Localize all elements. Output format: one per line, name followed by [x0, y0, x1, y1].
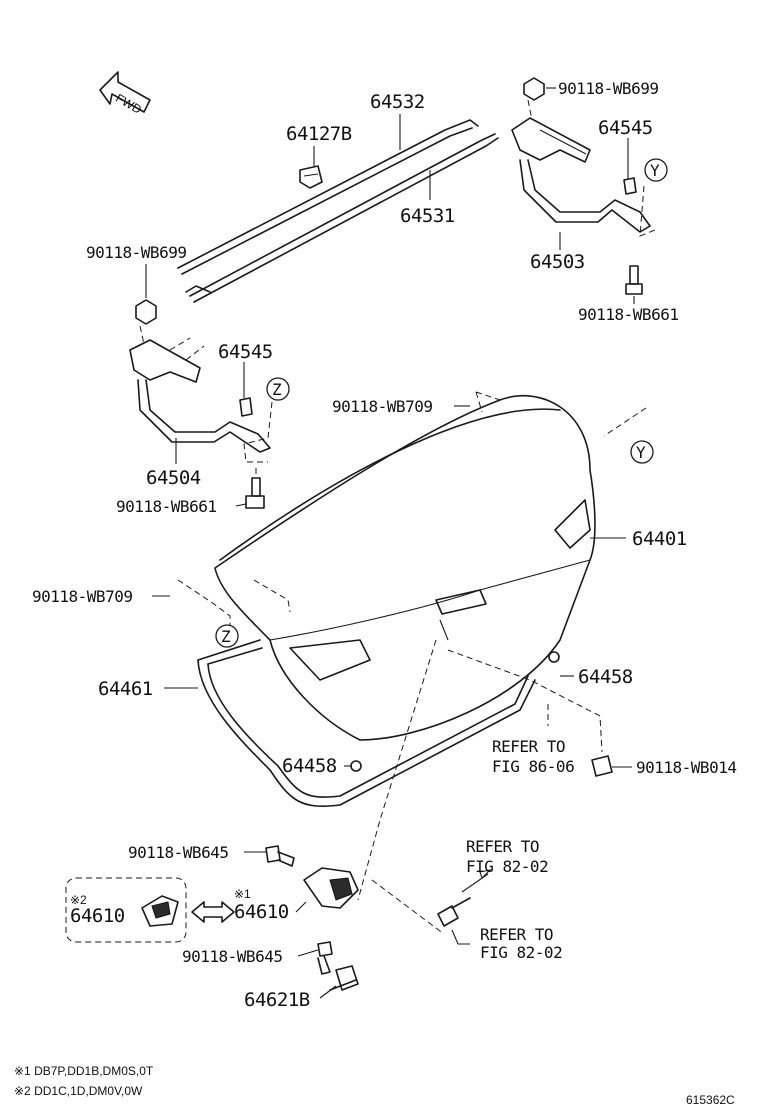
label-64458-right: 64458	[578, 666, 633, 688]
hinge-right-64503	[511, 117, 651, 233]
label-refer-86-line1: REFER TO	[492, 737, 565, 756]
label-64610-alt: 64610	[70, 905, 125, 927]
label-64621b: 64621B	[244, 989, 310, 1011]
label-refer-82a-line2: FIG 82-02	[466, 857, 548, 876]
callout-y-lid: Y	[630, 440, 654, 464]
striker-64621b	[329, 965, 359, 991]
stopper-64545-left	[239, 397, 253, 417]
label-90118-wb661-left: 90118-WB661	[116, 497, 216, 516]
label-64401: 64401	[632, 528, 687, 550]
label-90118-wb709-left: 90118-WB709	[32, 587, 132, 606]
label-90118-wb645-top: 90118-WB645	[128, 843, 228, 862]
callout-z-lid-label: Z	[221, 627, 231, 646]
alignment-lines	[139, 99, 656, 935]
torsion-bars	[177, 119, 499, 303]
fwd-arrow-icon: FWD	[99, 71, 151, 117]
clip-90118-wb014	[591, 755, 613, 777]
bolt-90118-wb645-bottom	[317, 941, 333, 975]
callout-y-lid-label: Y	[636, 443, 646, 462]
grommet-64458-right	[548, 651, 560, 663]
bolt-90118-wb661-top	[625, 265, 643, 295]
label-90118-wb645-bottom: 90118-WB645	[182, 947, 282, 966]
label-64545-top: 64545	[598, 117, 653, 139]
footnote-2: ※2 DD1C,1D,DM0V,0W	[14, 1084, 143, 1098]
lock-assembly-64610-alt-box	[65, 877, 187, 943]
label-refer-82b-line1: REFER TO	[480, 925, 553, 944]
footnote-1: ※1 DB7P,DD1B,DM0S,0T	[14, 1064, 154, 1078]
clip-64127b	[299, 165, 323, 189]
leader-lines	[145, 87, 635, 999]
label-refer-82a-line1: REFER TO	[466, 837, 539, 856]
label-64503: 64503	[530, 251, 585, 273]
callout-z-hinge: Z	[266, 377, 290, 401]
lock-assembly-64610	[303, 867, 359, 909]
label-refer-82b-line2: FIG 82-02	[480, 943, 562, 962]
connector-part	[437, 897, 471, 927]
grommet-64458-left	[350, 760, 362, 772]
figure-id: 615362C	[686, 1093, 735, 1107]
trunk-lid-64401	[214, 395, 596, 741]
label-90118-wb699-top: 90118-WB699	[558, 79, 658, 98]
double-arrow-icon	[191, 901, 235, 923]
label-90118-wb709-top: 90118-WB709	[332, 397, 432, 416]
label-refer-86-line2: FIG 86-06	[492, 757, 574, 776]
label-64532: 64532	[370, 91, 425, 113]
hinge-left-64504	[129, 339, 271, 453]
label-64504: 64504	[146, 467, 201, 489]
label-90118-wb699-left: 90118-WB699	[86, 243, 186, 262]
label-64461: 64461	[98, 678, 153, 700]
label-64545-left: 64545	[218, 341, 273, 363]
label-64127b: 64127B	[286, 123, 352, 145]
callout-z-hinge-label: Z	[272, 380, 282, 399]
weatherstrip-64461	[197, 639, 536, 807]
label-64531: 64531	[400, 205, 455, 227]
bolt-90118-wb661-left	[245, 477, 265, 509]
nut-90118-wb699-top	[523, 77, 545, 101]
callout-y-top-label: Y	[650, 161, 660, 180]
label-90118-wb014: 90118-WB014	[636, 758, 736, 777]
label-64458-left: 64458	[282, 755, 337, 777]
bolt-90118-wb645-top	[265, 845, 295, 867]
nut-90118-wb699-left	[135, 299, 157, 325]
label-64610-alt-mark: ※2	[70, 893, 87, 907]
callout-z-lid: Z	[215, 624, 239, 648]
stopper-64545-top	[623, 177, 637, 195]
callout-y-top: Y	[644, 158, 668, 182]
label-90118-wb661-top: 90118-WB661	[578, 305, 678, 324]
label-64610: 64610	[234, 901, 289, 923]
label-64610-mark: ※1	[234, 887, 251, 901]
